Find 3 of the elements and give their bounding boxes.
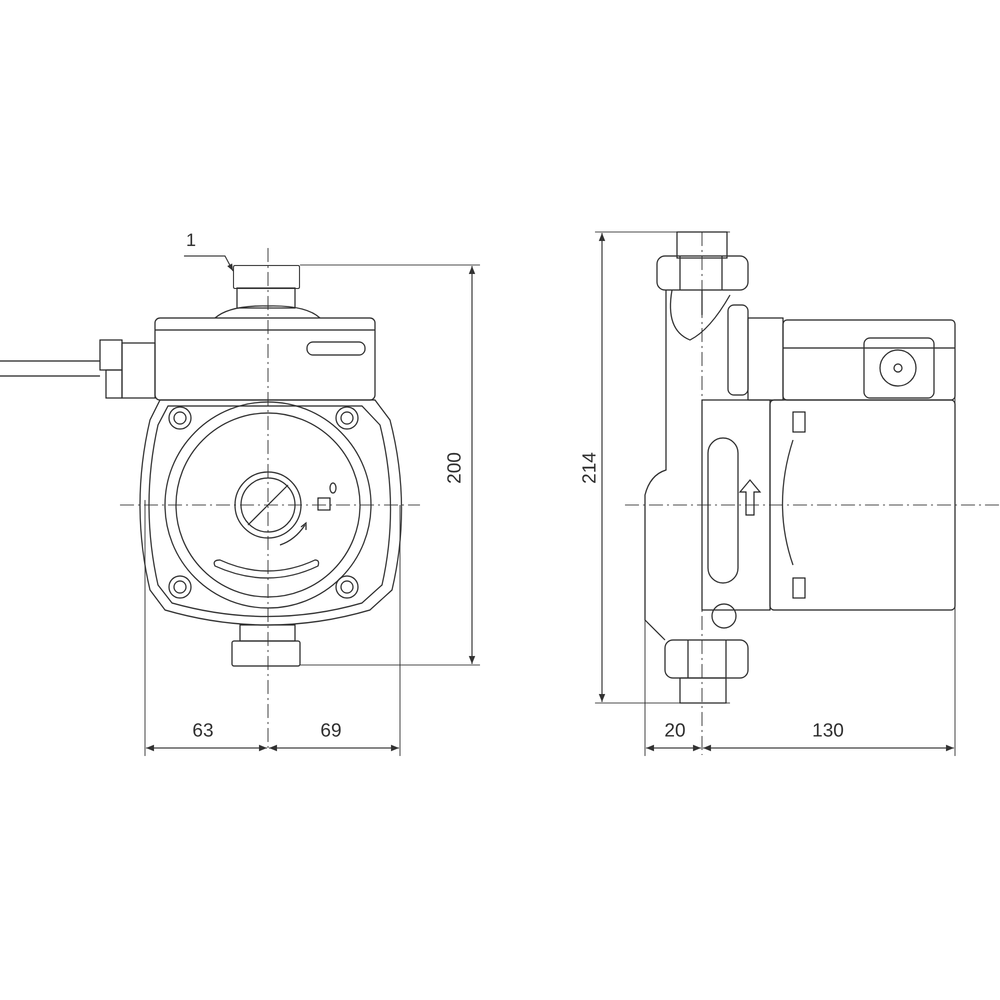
callout-number: 1 — [186, 231, 196, 249]
pipe-connector — [233, 265, 300, 289]
leader-line — [184, 256, 234, 272]
